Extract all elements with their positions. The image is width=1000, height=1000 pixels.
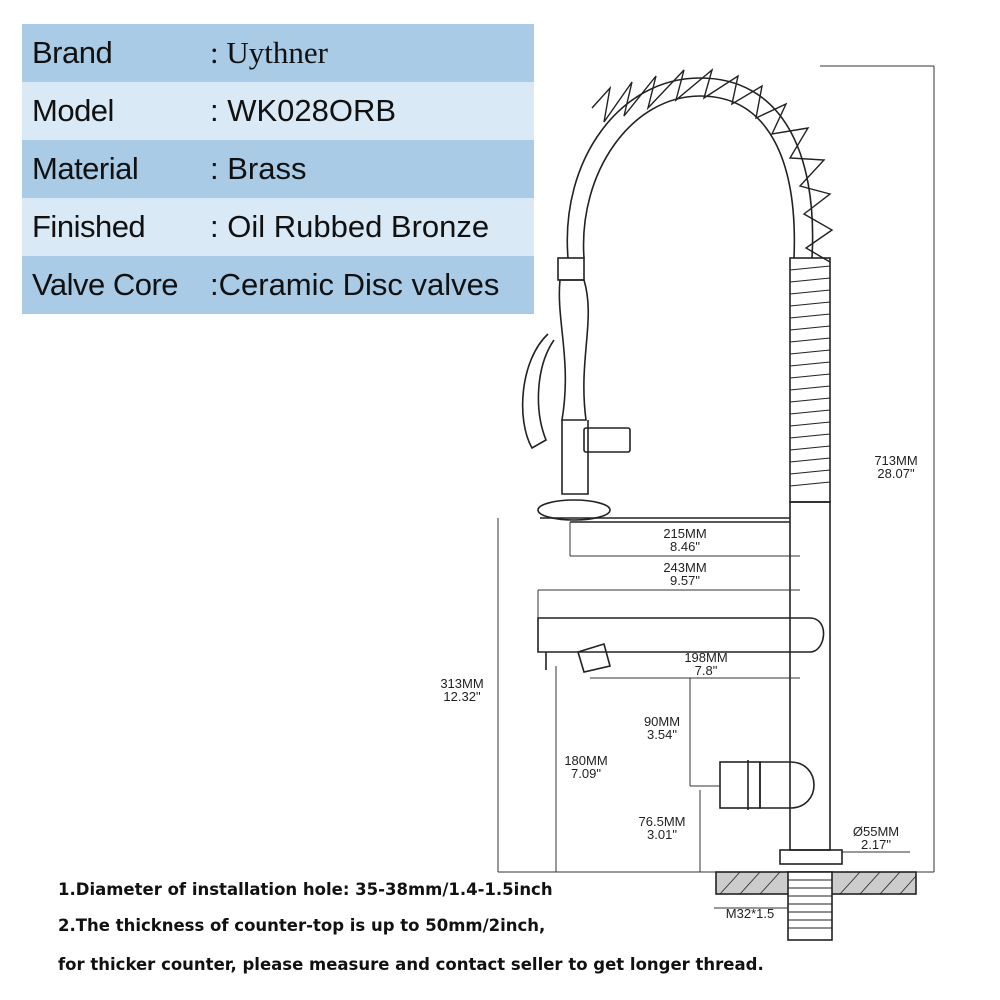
dim-reach-spout-mm: 243MM (663, 560, 706, 575)
mount-thread (787, 871, 833, 941)
sprayer-outlet (583, 427, 631, 453)
spec-key: Material (32, 151, 139, 186)
spec-row-brand: Brand : Uythner (22, 24, 534, 82)
spec-row-valve-core: Valve Core :Ceramic Disc valves (22, 256, 534, 314)
spec-key: Finished (32, 209, 146, 244)
spec-value: : WK028ORB (210, 93, 397, 128)
dim-reach-lower-mm: 198MM (684, 650, 727, 665)
spec-value: : Uythner (210, 35, 328, 70)
sprayer-holder (537, 499, 611, 521)
sprayer-collar (557, 257, 585, 281)
dim-reach-spout-in: 9.57" (670, 573, 700, 588)
spec-value: :Ceramic Disc valves (210, 267, 500, 302)
dim-handle-height-mm: 76.5MM (639, 814, 686, 829)
dim-reach-upper-mm: 215MM (663, 526, 706, 541)
coil-hatch (789, 265, 831, 487)
spec-value: : Oil Rubbed Bronze (210, 209, 490, 244)
note-countertop-thickness: 2.The thickness of counter-top is up to … (58, 916, 546, 935)
spout-aerator (577, 642, 611, 673)
base-flange (779, 849, 843, 865)
spec-row-model: Model : WK028ORB (22, 82, 534, 140)
note-installation-hole: 1.Diameter of installation hole: 35-38mm… (58, 880, 553, 899)
spec-key: Model (32, 93, 114, 128)
thread-lines (788, 879, 832, 929)
handle-cap (759, 761, 815, 809)
dim-reach-lower-in: 7.8" (695, 663, 718, 678)
dim-spout-height-mm: 180MM (564, 753, 607, 768)
spec-row-material: Material : Brass (22, 140, 534, 198)
dim-spout-height-in: 7.09" (571, 766, 601, 781)
dim-handle-offset-mm: 90MM (644, 714, 680, 729)
sprayer-stem (561, 420, 589, 495)
counter-hatch (719, 871, 917, 895)
spec-value: : Brass (210, 151, 307, 186)
spring-coil (591, 68, 834, 263)
spec-key: Brand (32, 35, 113, 70)
swivel-spout (537, 617, 825, 653)
dim-height-total-mm: 713MM (874, 453, 917, 468)
dim-height-total-in: 28.07" (877, 466, 915, 481)
note-thicker-counter: for thicker counter, please measure and … (58, 955, 764, 974)
sprayer-lever (521, 333, 555, 450)
dim-base-height-in: 12.32" (443, 689, 481, 704)
spec-table: Brand : Uythner Model : WK028ORB Materia… (22, 24, 534, 314)
dimension-lines (497, 65, 935, 909)
dim-handle-height-in: 3.01" (647, 827, 677, 842)
spec-key: Valve Core (32, 267, 179, 302)
spec-row-finished: Finished : Oil Rubbed Bronze (22, 198, 534, 256)
dim-base-diameter-in: 2.17" (861, 837, 891, 852)
dim-reach-upper-in: 8.46" (670, 539, 700, 554)
handle-body (719, 761, 761, 809)
dim-thread: M32*1.5 (726, 906, 774, 921)
dim-base-height-mm: 313MM (440, 676, 483, 691)
sprayer-grip (558, 279, 590, 421)
hose-inner (566, 77, 814, 259)
hose-outer (582, 95, 796, 259)
dim-base-diameter-mm: Ø55MM (853, 824, 899, 839)
spring-column (789, 257, 831, 503)
dim-handle-offset-in: 3.54" (647, 727, 677, 742)
